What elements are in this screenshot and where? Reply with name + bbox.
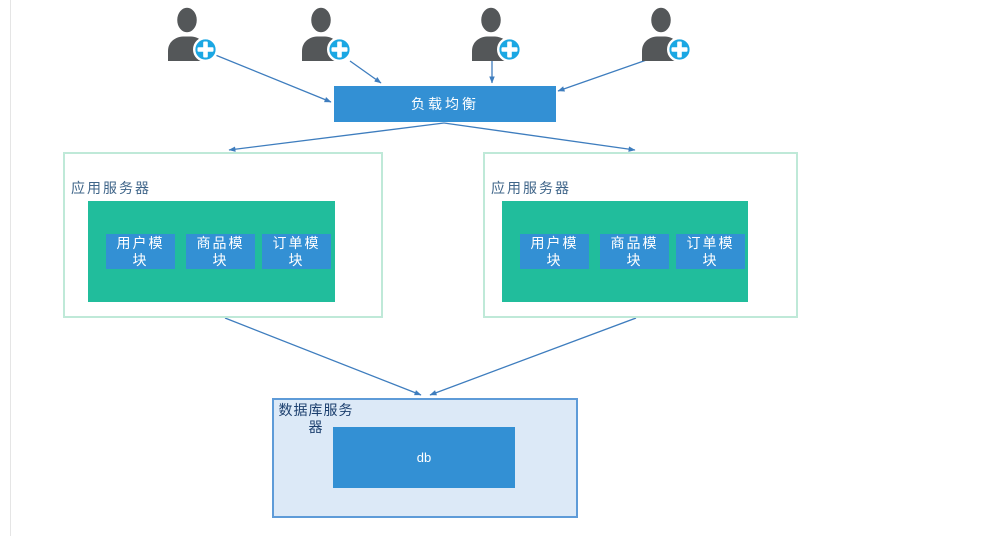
canvas-left-border [10, 0, 11, 536]
app-server-right-label: 应用服务器 [491, 180, 571, 196]
module-label: 用户模块 [530, 234, 579, 268]
app-server-right-runtime-box[interactable]: 用户模块 商品模块 订单模块 [502, 201, 748, 302]
db-label: db [416, 450, 432, 465]
user-add-icon [302, 5, 353, 63]
arrow-app-right-to-db [429, 317, 637, 396]
module-label: 订单模块 [272, 234, 321, 268]
database-server-label: 数据库服务器 [278, 402, 354, 435]
arrow-lb-to-app-right [443, 122, 636, 152]
app-server-left-node[interactable]: 应用服务器 用户模块 商品模块 订单模块 [63, 152, 383, 318]
user-add-icon [642, 5, 693, 63]
app-server-left-runtime-box[interactable]: 用户模块 商品模块 订单模块 [88, 201, 335, 302]
user-add-icon[interactable] [300, 5, 353, 63]
module-product-left[interactable]: 商品模块 [186, 234, 255, 269]
user-add-icon[interactable] [470, 5, 523, 63]
module-label: 用户模块 [116, 234, 165, 268]
load-balancer-node[interactable]: 负载均衡 [334, 86, 556, 122]
app-server-left-label: 应用服务器 [71, 180, 151, 196]
user-add-icon[interactable] [166, 5, 219, 63]
arrow-lb-to-app-left [228, 122, 445, 152]
module-label: 商品模块 [610, 234, 659, 268]
arrow-app-left-to-db [224, 317, 422, 396]
module-order-left[interactable]: 订单模块 [262, 234, 331, 269]
module-user-right[interactable]: 用户模块 [520, 234, 589, 269]
load-balancer-label: 负载均衡 [411, 96, 479, 112]
user-add-icon [168, 5, 219, 63]
module-user-left[interactable]: 用户模块 [106, 234, 175, 269]
module-product-right[interactable]: 商品模块 [600, 234, 669, 269]
user-add-icon[interactable] [640, 5, 693, 63]
module-label: 订单模块 [686, 234, 735, 268]
db-node[interactable]: db [333, 427, 515, 488]
database-server-node[interactable]: 数据库服务器 db [272, 398, 578, 518]
module-label: 商品模块 [196, 234, 245, 268]
app-server-right-node[interactable]: 应用服务器 用户模块 商品模块 订单模块 [483, 152, 798, 318]
user-add-icon [472, 5, 523, 63]
module-order-right[interactable]: 订单模块 [676, 234, 745, 269]
arrow-user2-to-lb [349, 60, 382, 84]
